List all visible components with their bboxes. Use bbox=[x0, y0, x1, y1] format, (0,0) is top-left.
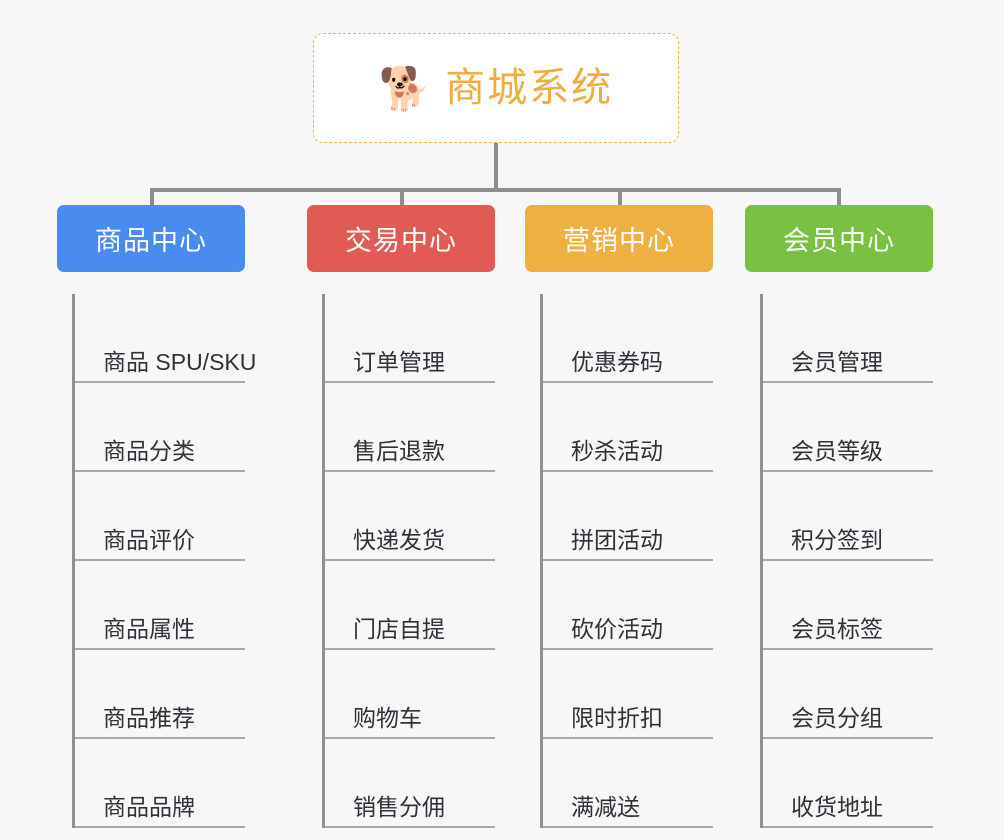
list-item[interactable]: 秒杀活动 bbox=[543, 383, 713, 472]
list-item[interactable]: 购物车 bbox=[325, 650, 495, 739]
list-item[interactable]: 拼团活动 bbox=[543, 472, 713, 561]
list-item[interactable]: 商品属性 bbox=[75, 561, 245, 650]
leaf-label: 商品评价 bbox=[103, 526, 195, 553]
column-header-trade-center[interactable]: 交易中心 bbox=[307, 205, 495, 272]
connector-drop-4 bbox=[837, 188, 841, 210]
branch-product-center: 商品 SPU/SKU 商品分类 商品评价 商品属性 商品推荐 商品品牌 bbox=[72, 294, 256, 828]
list-item[interactable]: 会员等级 bbox=[763, 383, 933, 472]
connector-drop-2 bbox=[400, 188, 404, 210]
leaf-label: 积分签到 bbox=[791, 526, 883, 553]
connector-drop-3 bbox=[618, 188, 622, 210]
list-item[interactable]: 销售分佣 bbox=[325, 739, 495, 828]
leaf-label: 满减送 bbox=[571, 793, 640, 820]
leaf-label: 商品属性 bbox=[103, 615, 195, 642]
column-header-member-center[interactable]: 会员中心 bbox=[745, 205, 933, 272]
connector-drop-1 bbox=[150, 188, 154, 210]
leaf-label: 快递发货 bbox=[353, 526, 445, 553]
column-marketing-center: 营销中心 优惠券码 秒杀活动 拼团活动 砍价活动 限时折扣 满减送 bbox=[525, 205, 713, 828]
column-header-label: 商品中心 bbox=[95, 226, 207, 256]
leaf-label: 会员管理 bbox=[791, 348, 883, 375]
list-item[interactable]: 砍价活动 bbox=[543, 561, 713, 650]
leaf-label: 订单管理 bbox=[353, 348, 445, 375]
column-header-label: 会员中心 bbox=[783, 226, 895, 256]
leaf-label: 售后退款 bbox=[353, 437, 445, 464]
list-item[interactable]: 限时折扣 bbox=[543, 650, 713, 739]
branch-member-center: 会员管理 会员等级 积分签到 会员标签 会员分组 收货地址 bbox=[760, 294, 933, 828]
root-node-label: 商城系统 bbox=[445, 66, 614, 110]
list-item[interactable]: 会员管理 bbox=[763, 294, 933, 383]
column-header-label: 营销中心 bbox=[563, 226, 675, 256]
shiba-dog-face-icon: 🐕 bbox=[378, 64, 432, 113]
leaf-label: 会员等级 bbox=[791, 437, 883, 464]
list-item[interactable]: 优惠券码 bbox=[543, 294, 713, 383]
column-product-center: 商品中心 商品 SPU/SKU 商品分类 商品评价 商品属性 商品推荐 商品品牌 bbox=[57, 205, 256, 828]
column-trade-center: 交易中心 订单管理 售后退款 快递发货 门店自提 购物车 销售分佣 bbox=[307, 205, 495, 828]
list-item[interactable]: 门店自提 bbox=[325, 561, 495, 650]
list-item[interactable]: 积分签到 bbox=[763, 472, 933, 561]
leaf-label: 门店自提 bbox=[353, 615, 445, 642]
list-item[interactable]: 订单管理 bbox=[325, 294, 495, 383]
connector-horizontal-bus bbox=[150, 188, 841, 192]
leaf-label: 商品品牌 bbox=[103, 793, 195, 820]
list-item[interactable]: 商品推荐 bbox=[75, 650, 245, 739]
leaf-label: 商品推荐 bbox=[103, 704, 195, 731]
list-item[interactable]: 商品品牌 bbox=[75, 739, 245, 828]
column-member-center: 会员中心 会员管理 会员等级 积分签到 会员标签 会员分组 收货地址 bbox=[745, 205, 933, 828]
branch-marketing-center: 优惠券码 秒杀活动 拼团活动 砍价活动 限时折扣 满减送 bbox=[540, 294, 713, 828]
leaf-label: 收货地址 bbox=[791, 793, 883, 820]
column-header-product-center[interactable]: 商品中心 bbox=[57, 205, 245, 272]
root-node[interactable]: 🐕 商城系统 bbox=[313, 33, 679, 143]
list-item[interactable]: 满减送 bbox=[543, 739, 713, 828]
list-item[interactable]: 会员分组 bbox=[763, 650, 933, 739]
branch-trade-center: 订单管理 售后退款 快递发货 门店自提 购物车 销售分佣 bbox=[322, 294, 495, 828]
leaf-label: 会员标签 bbox=[791, 615, 883, 642]
leaf-label: 秒杀活动 bbox=[571, 437, 663, 464]
connector-root-stem bbox=[494, 143, 498, 191]
leaf-label: 拼团活动 bbox=[571, 526, 663, 553]
column-header-label: 交易中心 bbox=[345, 226, 457, 256]
leaf-label: 商品分类 bbox=[103, 437, 195, 464]
list-item[interactable]: 商品分类 bbox=[75, 383, 245, 472]
leaf-label: 砍价活动 bbox=[571, 615, 663, 642]
column-header-marketing-center[interactable]: 营销中心 bbox=[525, 205, 713, 272]
list-item[interactable]: 商品评价 bbox=[75, 472, 245, 561]
list-item[interactable]: 售后退款 bbox=[325, 383, 495, 472]
leaf-label: 销售分佣 bbox=[353, 793, 445, 820]
list-item[interactable]: 会员标签 bbox=[763, 561, 933, 650]
list-item[interactable]: 收货地址 bbox=[763, 739, 933, 828]
list-item[interactable]: 商品 SPU/SKU bbox=[75, 294, 256, 383]
leaf-label: 优惠券码 bbox=[571, 348, 663, 375]
leaf-label: 会员分组 bbox=[791, 704, 883, 731]
leaf-label: 购物车 bbox=[353, 704, 422, 731]
leaf-label: 商品 SPU/SKU bbox=[103, 348, 257, 375]
list-item[interactable]: 快递发货 bbox=[325, 472, 495, 561]
leaf-label: 限时折扣 bbox=[571, 704, 663, 731]
